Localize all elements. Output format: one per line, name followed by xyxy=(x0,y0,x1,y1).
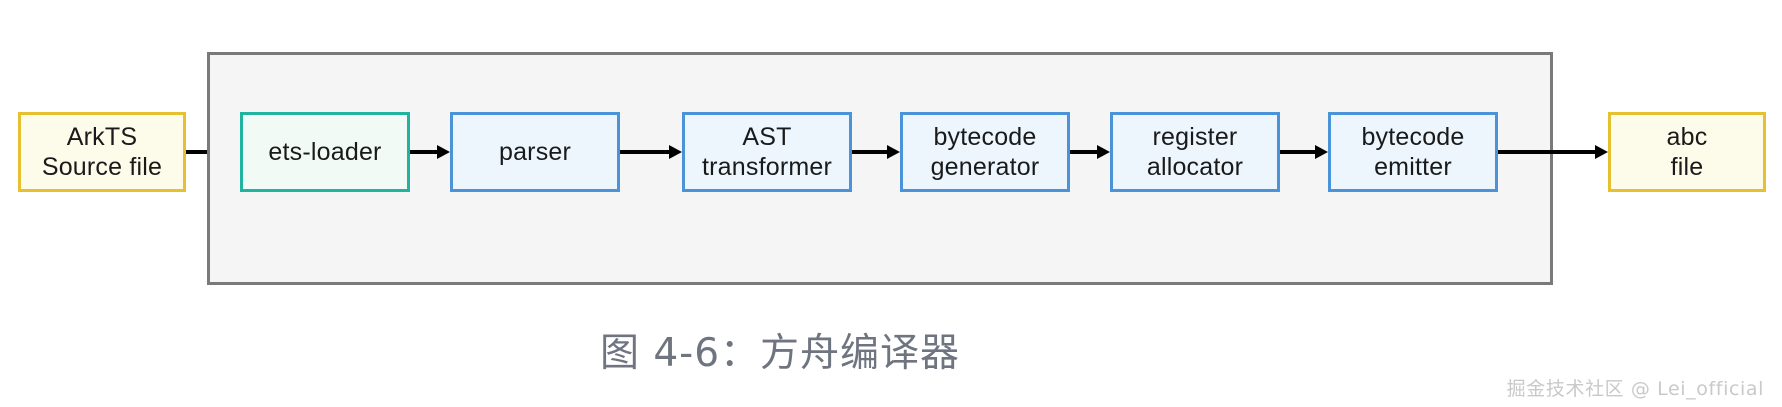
arrow-parser-to-ast-transformer xyxy=(620,145,682,159)
arrow-head-icon xyxy=(887,145,900,159)
arrow-ets-loader-to-parser xyxy=(410,145,450,159)
node-parser: parser xyxy=(450,112,620,192)
arrow-shaft xyxy=(1498,150,1597,154)
arrow-shaft xyxy=(1070,150,1099,154)
arrow-head-icon xyxy=(669,145,682,159)
node-ast-transformer: AST transformer xyxy=(682,112,852,192)
node-arkts-source-file: ArkTS Source file xyxy=(18,112,186,192)
arrow-register-allocator-to-bytecode-emitter xyxy=(1280,145,1328,159)
arrow-head-icon xyxy=(1315,145,1328,159)
node-bytecode-emitter: bytecode emitter xyxy=(1328,112,1498,192)
arrow-shaft xyxy=(852,150,889,154)
arrow-head-icon xyxy=(437,145,450,159)
arrow-head-icon xyxy=(1097,145,1110,159)
arrow-shaft xyxy=(620,150,671,154)
arrow-shaft xyxy=(410,150,439,154)
arrow-shaft xyxy=(1280,150,1317,154)
node-bytecode-generator: bytecode generator xyxy=(900,112,1070,192)
figure-caption: 图 4-6：方舟编译器 xyxy=(599,331,961,376)
arrow-ast-transformer-to-bytecode-generator xyxy=(852,145,900,159)
arrow-bytecode-generator-to-register-allocator xyxy=(1070,145,1110,159)
node-register-allocator: register allocator xyxy=(1110,112,1280,192)
arrow-head-icon xyxy=(1595,145,1608,159)
node-ets-loader: ets-loader xyxy=(240,112,410,192)
arrow-bytecode-emitter-to-abc-file xyxy=(1498,145,1608,159)
node-abc-file: abc file xyxy=(1608,112,1766,192)
watermark-text: 掘金技术社区 @ Lei_official xyxy=(1506,378,1764,400)
